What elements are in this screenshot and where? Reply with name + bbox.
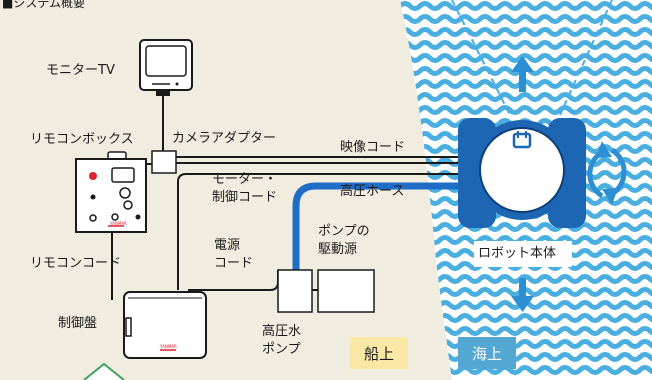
label-control-panel: 制御盤 <box>58 316 98 331</box>
wave-line <box>400 92 652 102</box>
label-pump-source-1: ポンプの <box>318 224 370 239</box>
remote-box-icon <box>75 151 147 233</box>
wave-line <box>400 40 652 50</box>
label-robot-body: ロボット本体 <box>478 246 557 261</box>
on-ship-badge-bg <box>350 337 408 369</box>
label-high-pressure-pump-2: ポンプ <box>262 342 301 357</box>
label-remote-cord: リモコンコード <box>30 256 122 271</box>
rotation-arrowhead-icon <box>596 141 612 158</box>
wave-line <box>400 27 652 37</box>
at-sea-badge-bg <box>458 337 516 369</box>
brand-mark-remote: YANMAR <box>110 221 127 226</box>
robot-body-icon <box>458 118 586 228</box>
label-pump-source-2: 駆動源 <box>318 242 358 257</box>
label-video-cord: 映像コード <box>340 140 406 155</box>
label-motor-cord-1: モーター・ <box>212 172 278 187</box>
label-high-pressure-hose: 高圧ホース <box>340 184 405 199</box>
control-panel-icon <box>123 291 207 359</box>
on-ship-badge: 船上 <box>363 344 394 363</box>
label-high-pressure-pump-1: 高圧水 <box>262 324 302 339</box>
wave-line <box>400 105 652 115</box>
high-pressure-hose <box>292 182 490 272</box>
up-arrow-icon <box>511 56 534 92</box>
label-power-cord-1: 電源 <box>214 238 241 253</box>
label-monitor-tv: モニターTV <box>46 63 115 78</box>
rotation-arrowhead-icon <box>602 188 618 205</box>
brand-mark-panel: YANMAR <box>160 344 177 349</box>
wave-line <box>400 53 652 63</box>
at-sea-badge: 海上 <box>471 344 502 363</box>
high-pressure-pump-box <box>277 269 313 313</box>
label-power-cord-2: コード <box>214 256 254 271</box>
pump-drive-source-box <box>317 269 375 313</box>
wave-line <box>400 1 652 11</box>
down-arrow-icon <box>511 278 534 312</box>
label-camera-adapter: カメラアダプター <box>172 131 277 146</box>
green-marker <box>83 362 125 380</box>
monitor-tv-icon <box>139 39 193 96</box>
camera-adapter-box <box>151 150 177 174</box>
cables <box>111 96 488 300</box>
diagram-title: ■システム概要 <box>2 0 85 10</box>
robot-label-background <box>474 241 572 267</box>
label-motor-cord-2: 制御コード <box>212 190 278 205</box>
label-remote-box: リモコンボックス <box>30 132 134 147</box>
wave-line <box>400 14 652 24</box>
